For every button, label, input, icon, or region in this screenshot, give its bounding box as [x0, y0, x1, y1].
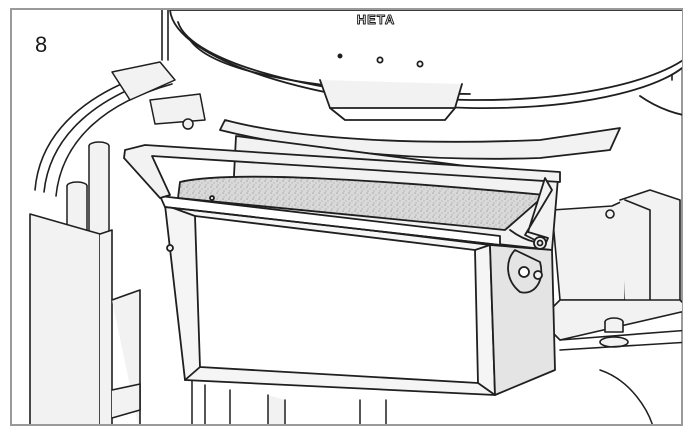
- left-bracket: [111, 61, 206, 130]
- filter-basket: [159, 135, 559, 396]
- support-legs: [191, 379, 387, 424]
- base-plate-edge: [599, 369, 653, 424]
- basket-handle[interactable]: [123, 144, 561, 294]
- carousel-disc: [169, 10, 682, 160]
- left-side-panel: [29, 213, 141, 424]
- right-bracket-assembly: [539, 189, 682, 351]
- brand-logo: HETA: [357, 12, 395, 27]
- step-number: 8: [35, 32, 48, 57]
